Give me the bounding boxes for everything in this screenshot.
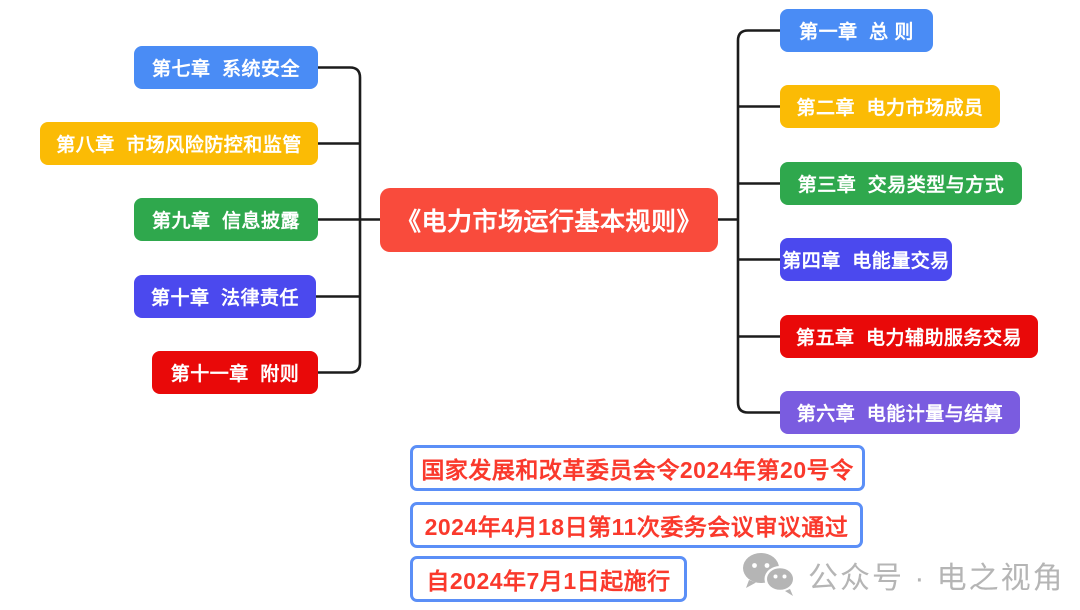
- node-chapter-1: 第一章 总 则: [780, 9, 933, 52]
- node-chapter-11: 第十一章 附则: [152, 351, 318, 394]
- node-chapter-9: 第九章 信息披露: [134, 198, 318, 241]
- watermark-text: 公众号 · 电之视角: [808, 562, 1065, 595]
- footnote-effective-date: 自2024年7月1日起施行: [410, 556, 687, 602]
- node-chapter-2: 第二章 电力市场成员: [780, 85, 1000, 128]
- node-chapter-7: 第七章 系统安全: [134, 46, 318, 89]
- node-chapter-10: 第十章 法律责任: [134, 275, 316, 318]
- footnote-decree-number: 国家发展和改革委员会令2024年第20号令: [410, 445, 865, 491]
- watermark: 公众号 · 电之视角: [740, 550, 1065, 600]
- node-chapter-5: 第五章 电力辅助服务交易: [780, 315, 1038, 358]
- node-chapter-8: 第八章 市场风险防控和监管: [40, 122, 318, 165]
- center-node-rule-title: 《电力市场运行基本规则》: [380, 188, 718, 252]
- wechat-icon: [743, 553, 796, 596]
- node-chapter-3: 第三章 交易类型与方式: [780, 162, 1022, 205]
- footnote-approval-date: 2024年4月18日第11次委务会议审议通过: [410, 502, 863, 548]
- node-chapter-4: 第四章 电能量交易: [780, 238, 952, 281]
- node-chapter-6: 第六章 电能计量与结算: [780, 391, 1020, 434]
